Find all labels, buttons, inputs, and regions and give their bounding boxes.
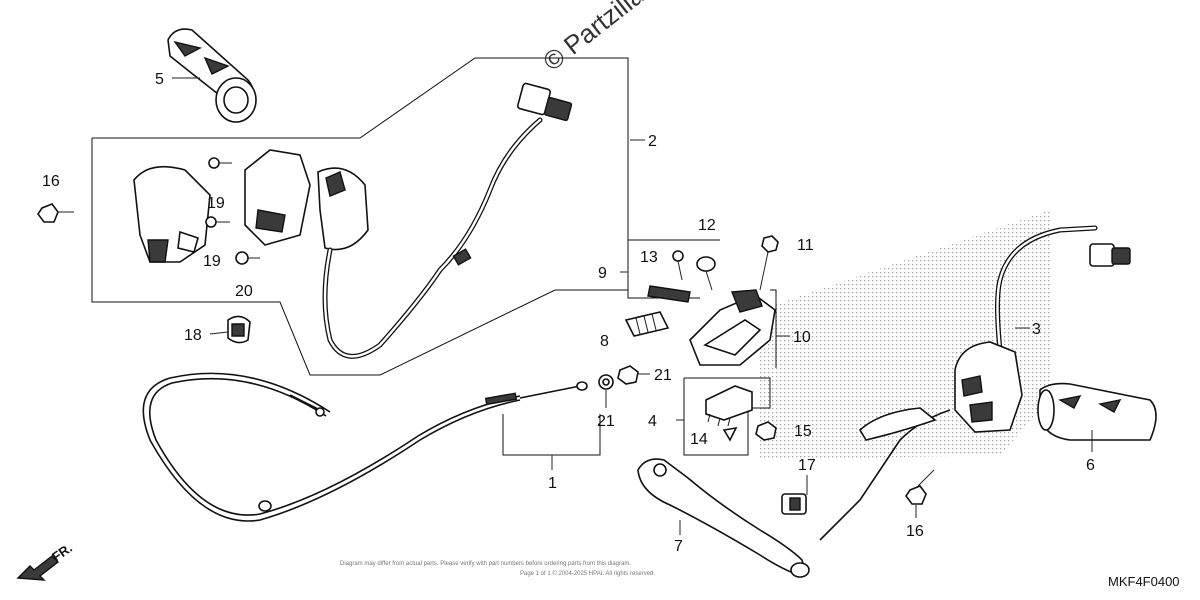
switch-4 [705,385,753,427]
callout-labels: 1 2 3 4 5 6 7 8 9 10 11 12 13 14 15 16 1… [42,71,1095,555]
right-grip [1037,382,1157,441]
callout-16-left: 16 [42,173,60,190]
clamp-18 [227,315,251,344]
callout-7: 7 [674,538,683,555]
callout-8: 8 [600,333,609,350]
nut-21a [617,365,639,385]
screw-13 [672,250,684,281]
screw-16-right [905,469,935,505]
nut-21b [598,374,614,390]
nut-15 [755,421,777,441]
left-switch-cover [133,165,211,263]
callout-20: 20 [235,283,253,300]
callout-17: 17 [798,457,816,474]
left-harness-connector [516,82,573,122]
right-harness-connector [1089,243,1131,267]
callout-10: 10 [793,329,811,346]
callout-6: 6 [1086,457,1095,474]
callout-15: 15 [794,423,812,440]
screw-14 [722,426,738,442]
clutch-lever [637,458,810,578]
diagram-code: MKF4F0400 [1108,574,1180,589]
adjuster-8 [624,311,670,337]
screw-16-left [37,203,74,223]
left-switch-housing [244,149,369,251]
callout-13: 13 [640,249,658,266]
callout-18: 18 [184,327,202,344]
bolt-11 [759,235,779,291]
harness-clip [452,248,472,266]
callout-11: 11 [797,237,814,254]
screw-19a [208,157,232,169]
watermark-text: © Partzilla.com [537,0,694,77]
screw-20 [235,251,260,265]
fine-print-line-1: Diagram may differ from actual parts. Pl… [340,561,631,567]
bracket-item-1 [502,414,601,456]
callout-1: 1 [548,475,557,492]
right-switch-housing [954,341,1023,433]
clutch-lever-bracket [689,289,776,366]
assembly-outline-left [91,57,629,376]
connector-17 [781,493,807,515]
bracket-item-10 [770,289,777,368]
cable-adjuster [484,392,518,406]
left-grip [167,28,257,123]
callout-21b: 21 [597,413,615,430]
front-direction-indicator: FR. [16,540,75,581]
screw-19b [205,216,230,228]
right-lever-stub [858,407,937,441]
bolt-12 [696,256,716,291]
callout-12: 12 [698,217,716,234]
callout-5: 5 [155,71,164,88]
callout-9: 9 [598,265,607,282]
clutch-cable [142,372,521,522]
callout-2: 2 [648,133,657,150]
callout-19b: 19 [203,253,221,270]
callout-3: 3 [1032,321,1041,338]
fine-print-line-2: Page 1 of 1 © 2004-2025 HPAI. All rights… [520,570,655,577]
callout-14: 14 [690,431,708,448]
callout-4: 4 [648,413,657,430]
callout-16-right: 16 [906,523,924,540]
callout-21a: 21 [654,367,672,384]
callout-19a: 19 [207,195,225,212]
plate-9 [647,285,691,303]
